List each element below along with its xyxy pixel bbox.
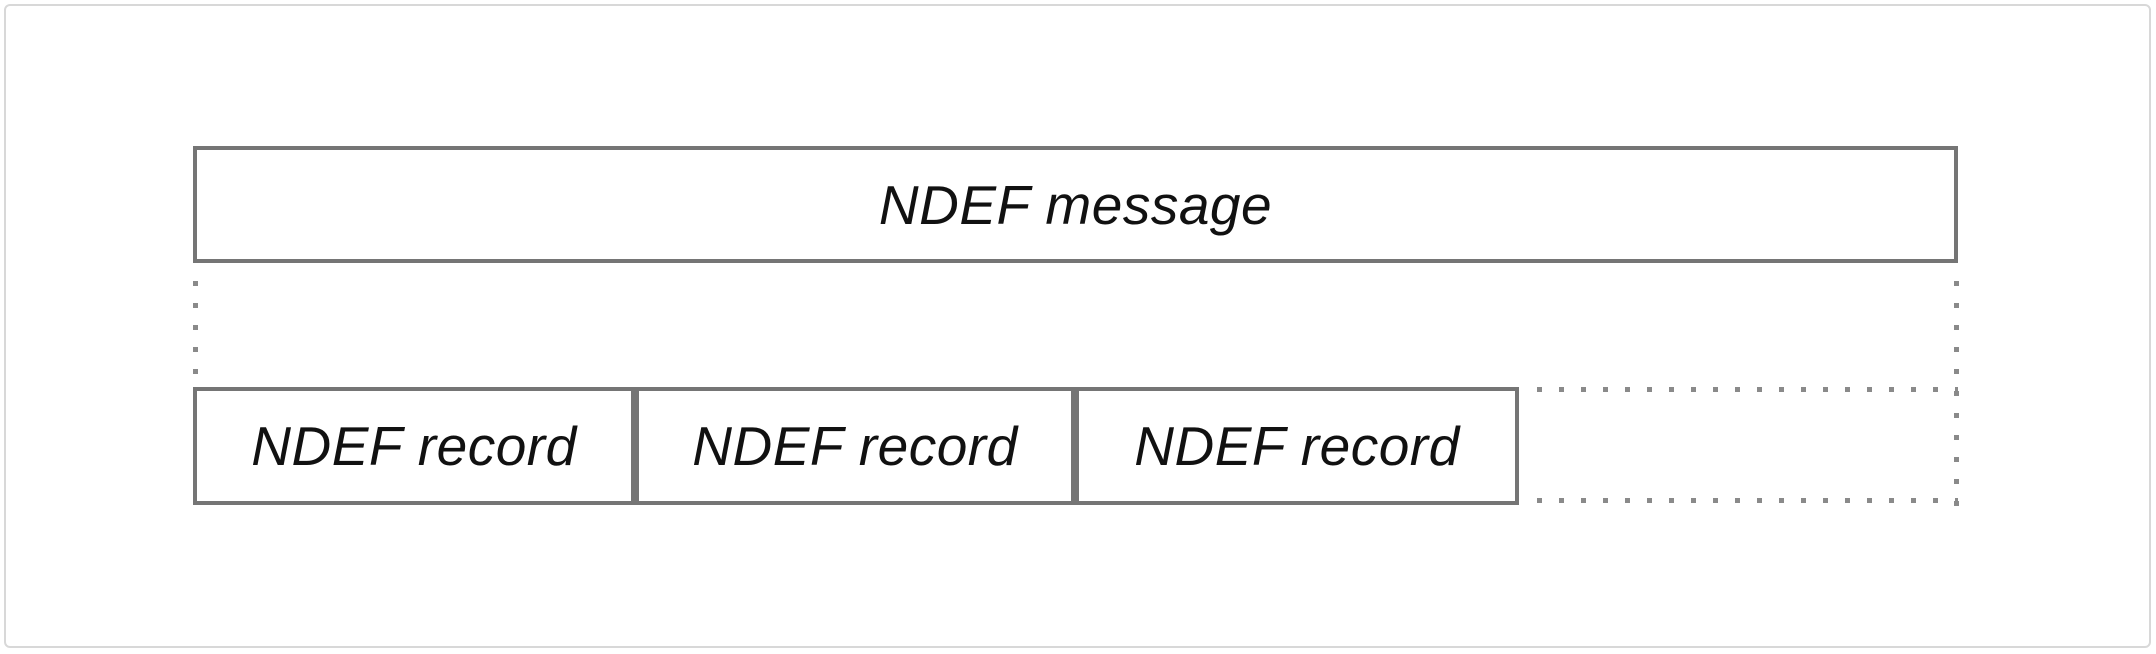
ndef-record-box-1: NDEF record xyxy=(193,387,635,505)
ndef-record-box-2: NDEF record xyxy=(635,387,1075,505)
ndef-record-label: NDEF record xyxy=(251,415,577,477)
ndef-message-box: NDEF message xyxy=(193,146,1958,263)
dotted-connector-left xyxy=(193,281,198,381)
dotted-continuation-top xyxy=(1537,387,1958,392)
ndef-message-label: NDEF message xyxy=(878,173,1273,236)
outer-frame xyxy=(4,4,2151,648)
ndef-record-box-3: NDEF record xyxy=(1075,387,1519,505)
ndef-record-label: NDEF record xyxy=(1134,415,1460,477)
ndef-record-label: NDEF record xyxy=(692,415,1018,477)
dotted-continuation-bottom xyxy=(1537,498,1958,503)
ndef-records-row: NDEF record NDEF record NDEF record xyxy=(193,387,1519,505)
dotted-connector-right xyxy=(1954,281,1959,509)
